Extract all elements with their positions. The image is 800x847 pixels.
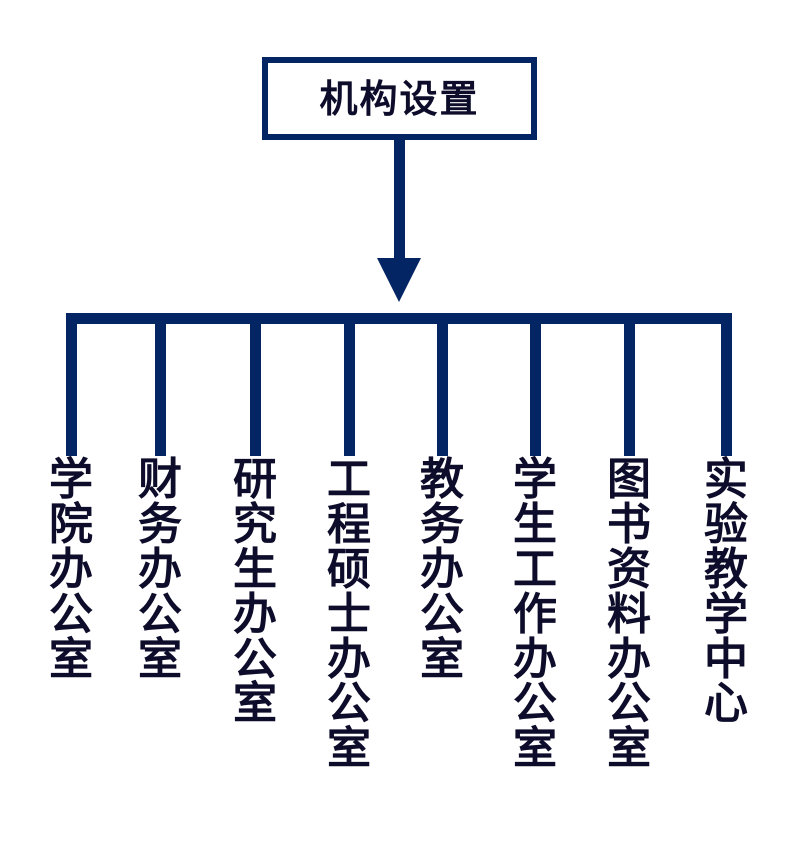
label-char: 生 [513,498,557,550]
label-char: 务 [420,498,464,550]
label-char: 工 [513,543,557,595]
label-char: 公 [138,588,182,640]
label-char: 办 [233,588,277,640]
label-char: 财 [138,454,182,505]
label-char: 学 [704,588,748,640]
label-char: 作 [513,588,557,640]
label-char: 办 [138,543,182,595]
label-char: 公 [420,588,464,640]
branch-label-8[interactable]: 实验教学中心 [698,454,754,730]
branch-label-3[interactable]: 研究生办公室 [227,454,283,730]
label-char: 资 [607,543,651,595]
label-char: 中 [704,633,748,685]
branch-label-1[interactable]: 学院办公室 [43,454,99,685]
label-char: 教 [420,454,464,505]
label-char: 办 [420,543,464,595]
branch-stem-2 [155,313,166,456]
label-char: 程 [327,498,371,550]
branch-stem-7 [624,313,635,456]
connector-arrow-stem [394,140,405,262]
label-char: 验 [704,498,748,550]
label-char: 心 [704,678,748,730]
label-char: 室 [420,633,464,685]
label-char: 务 [138,498,182,550]
label-char: 院 [49,498,93,550]
label-char: 士 [327,588,371,640]
label-char: 教 [704,543,748,595]
label-char: 硕 [327,543,371,595]
label-char: 究 [233,498,277,550]
label-char: 工 [327,454,371,505]
label-char: 生 [233,543,277,595]
label-char: 公 [327,678,371,730]
label-char: 办 [607,633,651,685]
label-char: 学 [513,454,557,505]
label-char: 公 [607,678,651,730]
branch-label-2[interactable]: 财务办公室 [132,454,188,685]
branch-label-7[interactable]: 图书资料办公室 [601,454,657,775]
label-char: 室 [49,633,93,685]
label-char: 室 [607,723,651,775]
label-char: 图 [607,454,651,505]
label-char: 室 [138,633,182,685]
label-char: 办 [327,633,371,685]
branch-stem-3 [250,313,261,456]
label-char: 室 [327,723,371,775]
label-char: 料 [607,588,651,640]
branch-stem-6 [530,313,541,456]
horizontal-bus-line [66,313,732,324]
label-char: 公 [49,588,93,640]
label-char: 公 [233,633,277,685]
branch-label-6[interactable]: 学生工作办公室 [507,454,563,775]
label-char: 公 [513,678,557,730]
branch-stem-5 [437,313,448,456]
label-char: 学 [49,454,93,505]
label-char: 书 [607,498,651,550]
label-char: 室 [513,723,557,775]
label-char: 实 [704,454,748,505]
root-node-box[interactable]: 机构设置 [262,57,537,140]
root-node-label: 机构设置 [319,76,480,121]
branch-stem-8 [721,313,732,456]
branch-stem-1 [66,313,77,456]
label-char: 办 [513,633,557,685]
label-char: 室 [233,678,277,730]
branch-stem-4 [344,313,355,456]
branch-label-4[interactable]: 工程硕士办公室 [321,454,377,775]
label-char: 办 [49,543,93,595]
branch-label-5[interactable]: 教务办公室 [414,454,470,685]
label-char: 研 [233,454,277,505]
connector-arrow-head-icon [377,258,421,302]
